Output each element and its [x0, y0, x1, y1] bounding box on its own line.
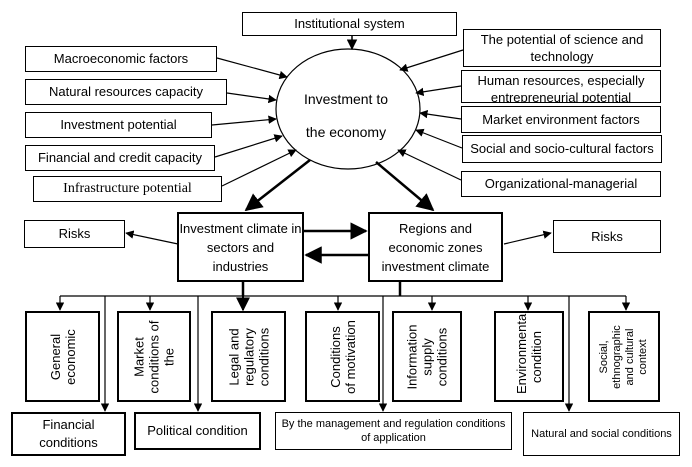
arrow-to-sectors — [244, 159, 311, 212]
arrow-market — [419, 109, 462, 120]
financial-credit-box: Financial and credit capacity — [25, 145, 215, 171]
social-ethnographic-box: Social, ethnographic and cultural contex… — [588, 311, 660, 402]
natural-resources-box: Natural resources capacity — [25, 79, 227, 105]
arrow-organizational — [397, 149, 462, 181]
arrow-investment-potential — [211, 115, 277, 126]
natural-social-box: Natural and social conditions — [523, 412, 680, 456]
arrow-financial — [214, 134, 283, 158]
general-economic-box: General economic — [25, 311, 100, 402]
arrow-natural — [226, 92, 277, 104]
motivation-conditions-box: Conditions of motivation — [305, 311, 380, 402]
financial-conditions-box: Financial conditions — [11, 412, 126, 456]
risks-left-box: Risks — [24, 220, 125, 248]
arrow-risks-left — [125, 230, 179, 245]
market-conditions-box: Market conditions of the — [117, 311, 191, 402]
market-environment-box: Market environment factors — [461, 106, 661, 133]
arrow-risks-right — [503, 230, 552, 245]
arrow-macro — [216, 57, 288, 80]
arrow-infrastructure — [221, 149, 297, 187]
arrow-science — [399, 49, 464, 72]
political-condition-box: Political condition — [134, 412, 261, 450]
investment-ellipse — [275, 48, 421, 170]
regions-climate-box: Regions and economic zones investment cl… — [368, 212, 503, 282]
institutional-system-box: Institutional system — [242, 12, 457, 36]
organizational-managerial-box: Organizational-managerial — [461, 171, 661, 197]
science-technology-box: The potential of science and technology — [463, 29, 661, 67]
legal-regulatory-box: Legal and regulatory conditions — [211, 311, 286, 402]
arrow-social — [415, 128, 463, 149]
ellipse-label-line2: the economy — [305, 124, 387, 140]
social-cultural-box: Social and socio-cultural factors — [462, 135, 662, 163]
arrow-human — [415, 85, 462, 96]
macroeconomic-factors-box: Macroeconomic factors — [25, 46, 217, 72]
investment-potential-box: Investment potential — [25, 112, 212, 138]
management-regulation-box: By the management and regulation conditi… — [275, 412, 512, 450]
risks-right-box: Risks — [553, 220, 661, 253]
human-resources-box: Human resources, especially entrepreneur… — [461, 70, 661, 103]
ellipse-label-line1: Investment to — [303, 91, 389, 107]
arrow-to-regions — [375, 161, 435, 212]
environmental-condition-box: Environmental condition — [494, 311, 564, 402]
infrastructure-potential-box: Infrastructure potential — [33, 176, 222, 202]
sectors-climate-box: Investment climate in sectors and indust… — [177, 212, 304, 282]
information-supply-box: Information supply conditions — [392, 311, 462, 402]
